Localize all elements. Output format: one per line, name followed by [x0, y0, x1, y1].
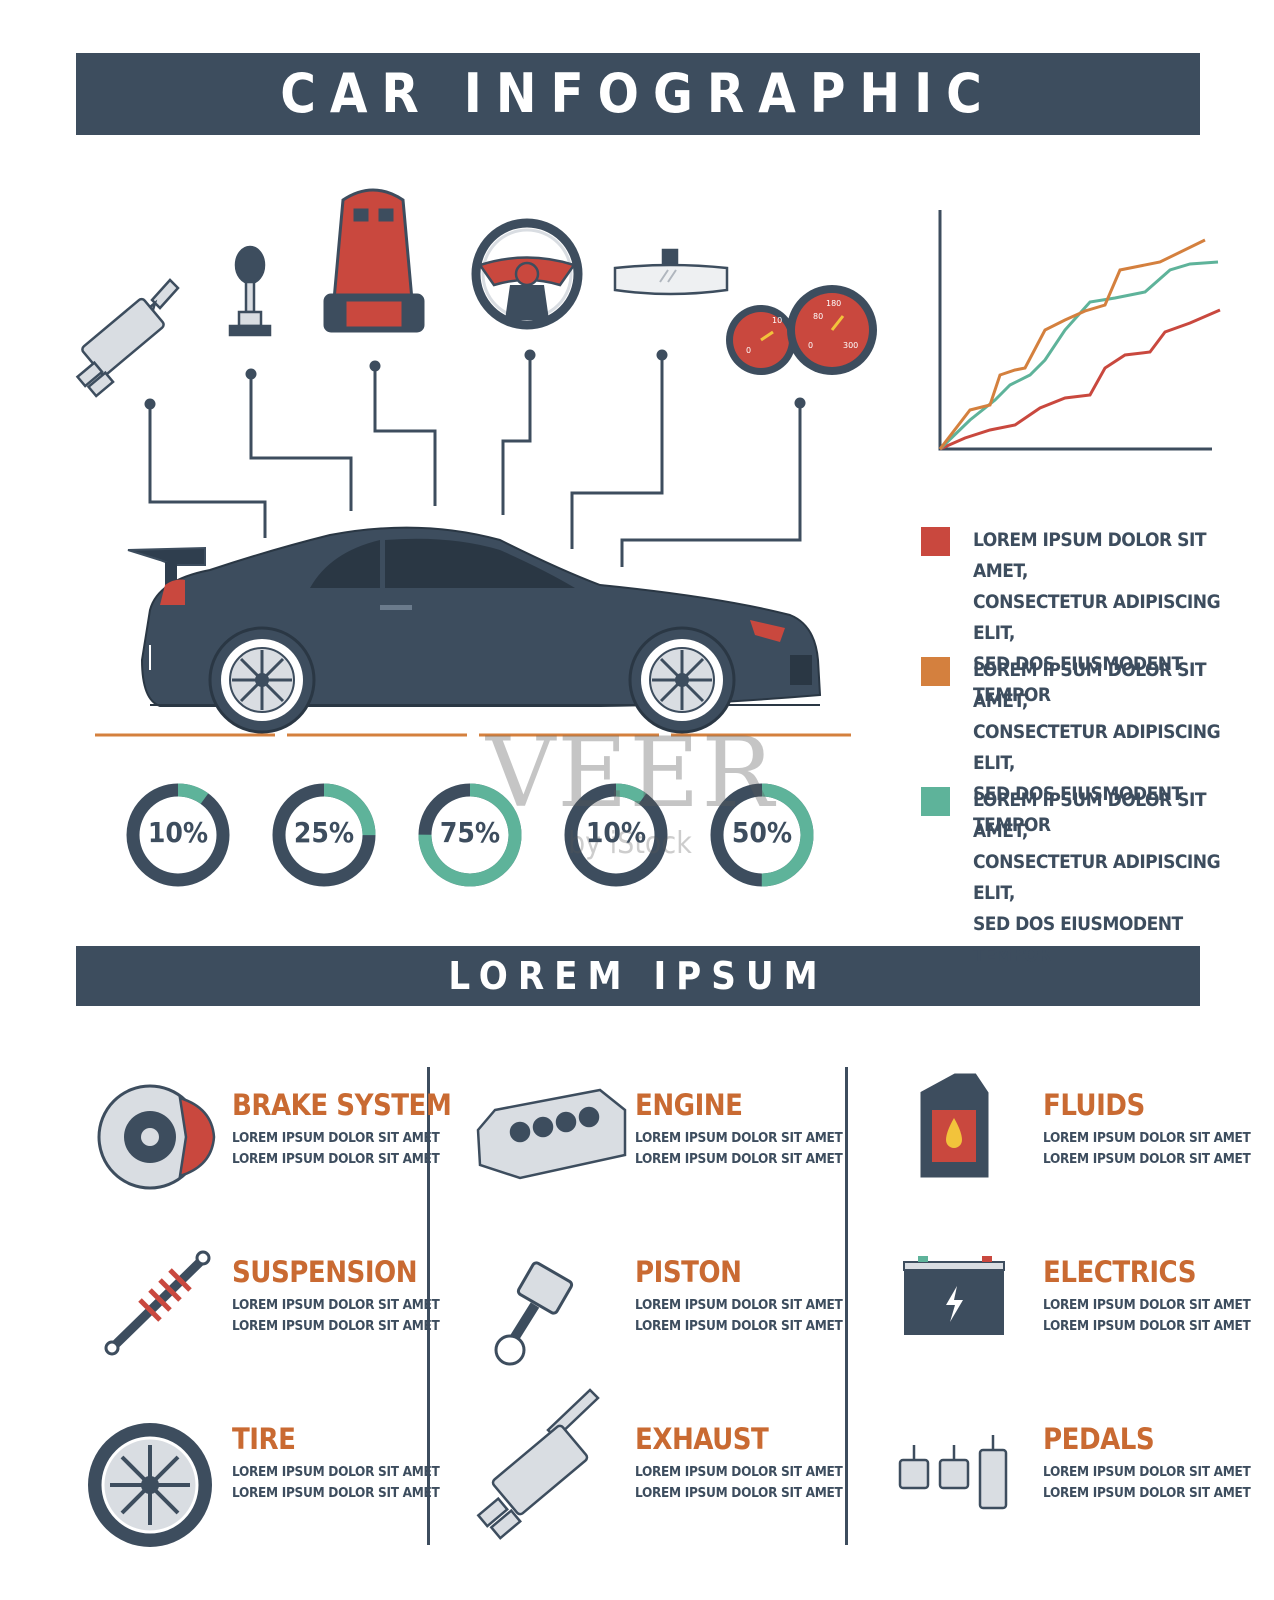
legend-line: CONSECTETUR ADIPISCING ELIT,: [973, 721, 1221, 774]
gauge-left-tick-10: 10: [772, 316, 782, 325]
part-desc-line: LOREM IPSUM DOLOR SIT AMET: [635, 1464, 843, 1480]
steering-wheel-icon: [471, 218, 583, 330]
donut-label: 10%: [585, 816, 647, 849]
suspension-icon: [104, 1250, 211, 1356]
legend-swatch-red: [921, 527, 950, 556]
connector-exhaust: [148, 404, 267, 538]
donut-label: 25%: [293, 816, 355, 849]
legend-line: SED DOS EIUSMODENT TEMPOR: [973, 783, 1183, 836]
connector-shifter: [249, 374, 353, 511]
connector-mirror: [570, 355, 664, 549]
part-desc-line: LOREM IPSUM DOLOR SIT AMET: [232, 1151, 440, 1167]
part-title: PEDALS: [1043, 1422, 1155, 1456]
part-desc-line: LOREM IPSUM DOLOR SIT AMET: [635, 1130, 843, 1146]
gauge-left-tick-0: 0: [746, 346, 751, 355]
part-title: FLUIDS: [1043, 1088, 1145, 1122]
chart-series-teal: [938, 260, 1219, 451]
part-title: BRAKE SYSTEM: [232, 1088, 452, 1122]
section-title: LOREM IPSUM: [448, 954, 828, 998]
chart-series-red: [939, 308, 1221, 451]
page-title: CAR INFOGRAPHIC: [280, 62, 996, 125]
connector-dots: [144, 349, 806, 410]
connector-lines: [148, 355, 802, 567]
connector-dot: [369, 360, 381, 372]
part-desc-line: LOREM IPSUM DOLOR SIT AMET: [1043, 1130, 1251, 1146]
connector-steering: [501, 355, 532, 515]
gauge-right-tick-80: 80: [813, 312, 823, 321]
legend-line: CONSECTETUR ADIPISCING ELIT,: [973, 591, 1221, 644]
legend-line: CONSECTETUR ADIPISCING ELIT,: [973, 851, 1221, 904]
fluids-icon: [920, 1073, 989, 1178]
line-chart: [938, 210, 1221, 451]
legend-line: SED DOS EIUSMODENT TEMPOR: [973, 653, 1183, 706]
rearview-mirror-icon: [613, 248, 729, 296]
part-desc-line: LOREM IPSUM DOLOR SIT AMET: [1043, 1464, 1251, 1480]
legend-line: LOREM IPSUM DOLOR SIT AMET,: [973, 659, 1206, 712]
car-illustration: [127, 526, 822, 734]
connector-dot: [144, 398, 156, 410]
donut-fill: [418, 783, 522, 887]
part-desc-line: LOREM IPSUM DOLOR SIT AMET: [635, 1485, 843, 1501]
connector-gauges: [620, 403, 802, 567]
brake-system-icon: [97, 1084, 216, 1190]
connector-seat: [373, 366, 437, 506]
legend-swatch-orange: [921, 657, 950, 686]
donut-fill: [126, 783, 230, 887]
part-desc-line: LOREM IPSUM DOLOR SIT AMET: [635, 1318, 843, 1334]
battery-icon: [903, 1256, 1005, 1335]
part-title: PISTON: [635, 1255, 742, 1289]
gauge-right-tick-300: 300: [843, 341, 858, 350]
part-desc-line: LOREM IPSUM DOLOR SIT AMET: [232, 1464, 440, 1480]
part-desc-line: LOREM IPSUM DOLOR SIT AMET: [1043, 1297, 1251, 1313]
legend-line: SED DOS EIUSMODENT TEMPOR: [973, 913, 1183, 966]
donut-charts: [126, 783, 814, 887]
gauge-right-tick-0: 0: [808, 341, 813, 350]
exhaust-part-icon: [476, 1388, 600, 1540]
donut-label: 50%: [731, 816, 793, 849]
part-desc-line: LOREM IPSUM DOLOR SIT AMET: [232, 1297, 440, 1313]
exhaust-icon: [75, 278, 180, 398]
connector-dot: [656, 349, 668, 361]
part-title: ENGINE: [635, 1088, 743, 1122]
donut-fill: [710, 783, 814, 887]
column-divider: [845, 1067, 848, 1545]
watermark-sub: by iStock: [568, 826, 692, 861]
part-desc-line: LOREM IPSUM DOLOR SIT AMET: [232, 1318, 440, 1334]
title-banner: CAR INFOGRAPHIC: [76, 53, 1200, 135]
piston-icon: [494, 1261, 574, 1366]
legend-line: LOREM IPSUM DOLOR SIT AMET,: [973, 529, 1206, 582]
pedals-icon: [898, 1435, 1008, 1510]
part-desc-line: LOREM IPSUM DOLOR SIT AMET: [1043, 1151, 1251, 1167]
column-divider: [427, 1067, 430, 1545]
part-title: ELECTRICS: [1043, 1255, 1197, 1289]
engine-icon: [476, 1088, 627, 1180]
part-desc-line: LOREM IPSUM DOLOR SIT AMET: [1043, 1318, 1251, 1334]
connector-dot: [245, 368, 257, 380]
part-desc-line: LOREM IPSUM DOLOR SIT AMET: [1043, 1485, 1251, 1501]
connector-dot: [524, 349, 536, 361]
donut-label: 75%: [439, 816, 501, 849]
part-title: EXHAUST: [635, 1422, 769, 1456]
legend-line: LOREM IPSUM DOLOR SIT AMET,: [973, 789, 1206, 842]
gauge-right-tick-180: 180: [826, 299, 841, 308]
donut-label: 10%: [147, 816, 209, 849]
section-banner: LOREM IPSUM: [76, 946, 1200, 1006]
tire-icon: [88, 1423, 212, 1547]
part-desc-line: LOREM IPSUM DOLOR SIT AMET: [635, 1297, 843, 1313]
part-title: SUSPENSION: [232, 1255, 418, 1289]
gauge-cluster-icon: 0 10 80 180 300 0: [726, 285, 877, 375]
part-desc-line: LOREM IPSUM DOLOR SIT AMET: [232, 1130, 440, 1146]
gear-shifter-icon: [228, 245, 272, 337]
legend-swatch-teal: [921, 787, 950, 816]
part-desc-line: LOREM IPSUM DOLOR SIT AMET: [635, 1151, 843, 1167]
part-title: TIRE: [232, 1422, 296, 1456]
chart-series-orange: [938, 238, 1206, 450]
donut-fill: [564, 783, 668, 887]
donut-fill: [272, 783, 376, 887]
connector-dot: [794, 397, 806, 409]
seat-icon: [323, 188, 425, 333]
watermark: VEER: [486, 717, 776, 829]
part-desc-line: LOREM IPSUM DOLOR SIT AMET: [232, 1485, 440, 1501]
